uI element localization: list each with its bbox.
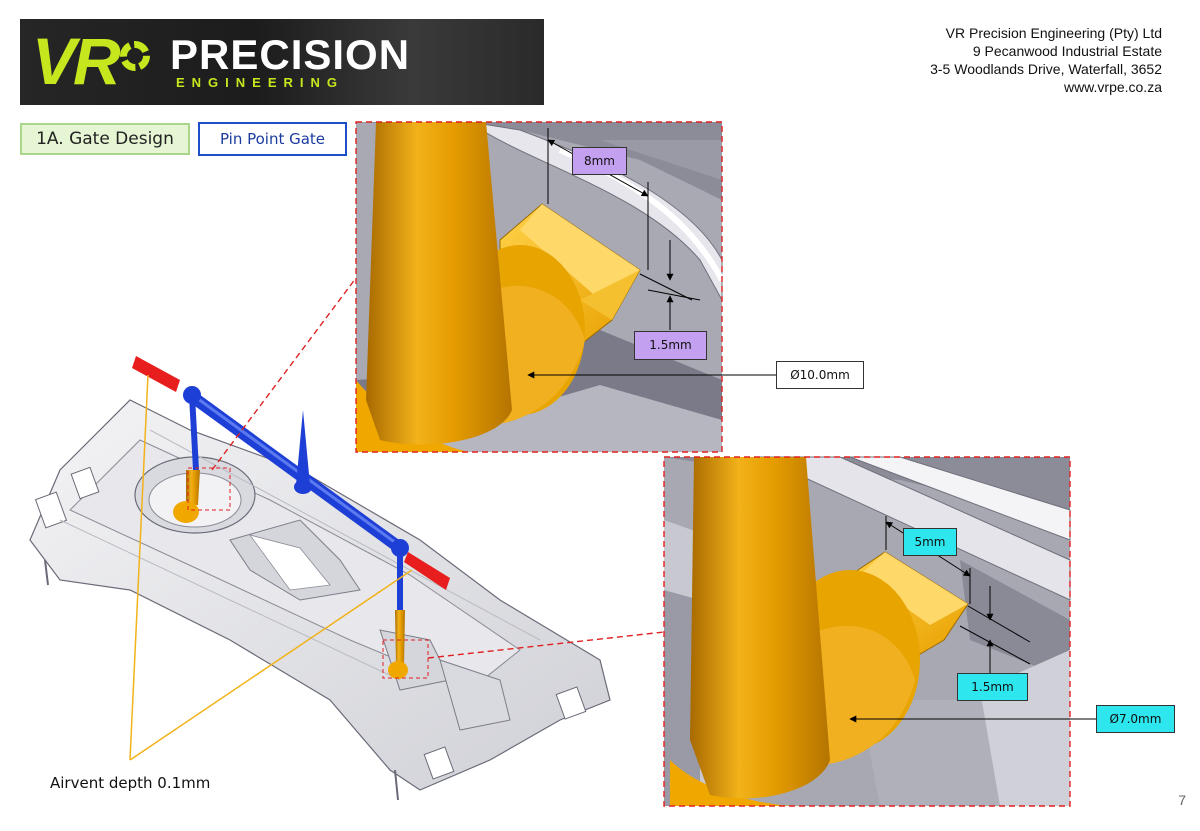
runner-system [183, 386, 409, 610]
logo-engineering-text: ENGINEERING [176, 75, 345, 90]
top-dim-diameter-label: Ø10.0mm [776, 361, 864, 389]
company-logo: VR PRECISION ENGINEERING [20, 19, 544, 105]
company-address-line-2: 3-5 Woodlands Drive, Waterfall, 3652 [930, 61, 1162, 77]
bottom-dim-diameter-label: Ø7.0mm [1096, 705, 1175, 733]
callout-leader-top [211, 277, 357, 471]
section-title-badge: 1A. Gate Design [20, 123, 190, 155]
detail-frame-bottom [663, 456, 1071, 807]
logo-precision-text: PRECISION [170, 31, 411, 78]
company-address-line-1: 9 Pecanwood Industrial Estate [972, 43, 1162, 59]
detail-frame-top [355, 121, 723, 453]
company-name: VR Precision Engineering (Pty) Ltd [945, 25, 1162, 41]
detail-view-top [356, 121, 776, 452]
company-address: VR Precision Engineering (Pty) Ltd 9 Pec… [930, 24, 1162, 96]
airvent-leader-lines [129, 374, 413, 761]
molded-part-overview [29, 399, 611, 801]
airvent-depth-label: Airvent depth 0.1mm [50, 774, 211, 792]
company-website[interactable]: www.vrpe.co.za [1063, 79, 1162, 95]
callout-box-top [187, 467, 231, 511]
top-dim-depth-label: 1.5mm [634, 331, 707, 360]
bottom-dim-depth-label: 1.5mm [957, 673, 1028, 701]
gear-icon [120, 41, 150, 71]
airvents [132, 356, 450, 590]
page-number: 7 [1178, 792, 1186, 808]
top-dim-length-label: 8mm [572, 147, 627, 175]
bottom-dim-length-label: 5mm [903, 528, 957, 556]
callout-box-bottom [382, 639, 429, 679]
logo-vr-text: VR [32, 24, 121, 98]
gate-type-badge: Pin Point Gate [198, 122, 347, 156]
pin-gates-overview [173, 470, 408, 679]
detail-view-bottom [664, 456, 1096, 806]
